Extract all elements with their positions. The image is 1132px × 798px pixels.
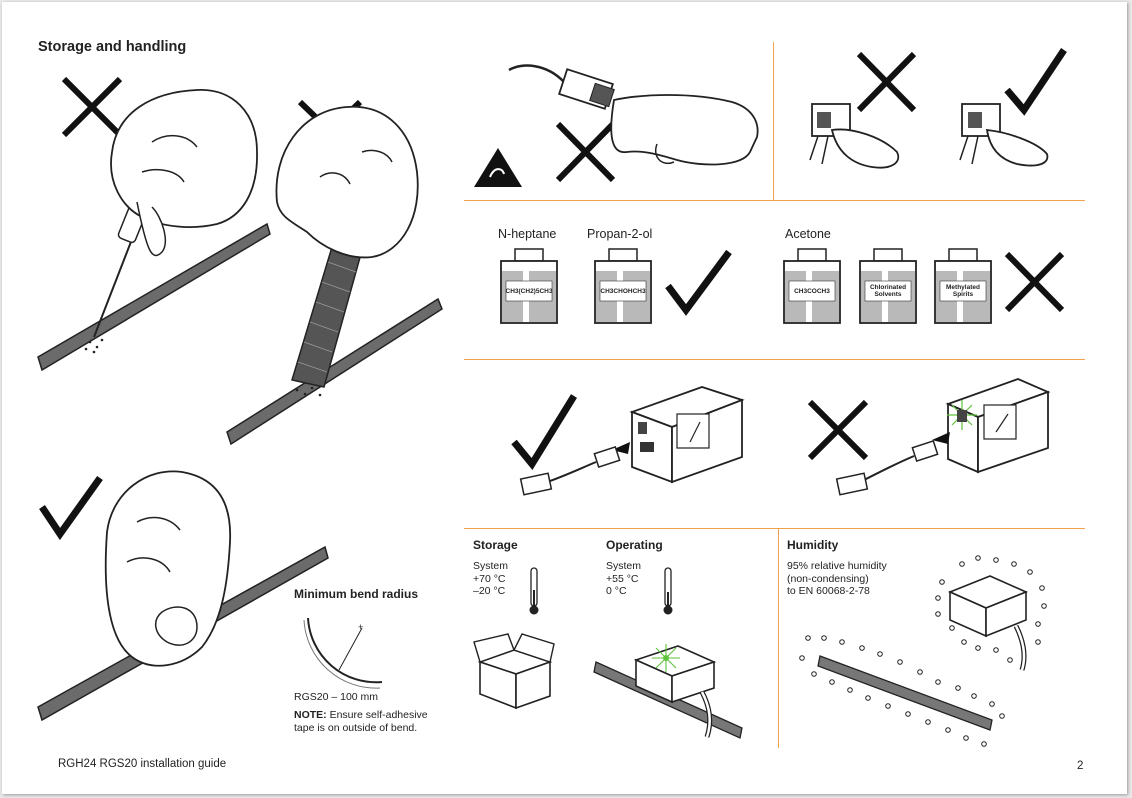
check-mark-icon bbox=[665, 249, 732, 316]
connector-handling-illustration bbox=[474, 48, 1067, 187]
solvent-bottles-illustration bbox=[500, 248, 1065, 324]
cross-mark-icon bbox=[555, 121, 616, 183]
storage-spec: System+70 °C–20 °C bbox=[473, 560, 509, 597]
cross-mark-icon bbox=[61, 76, 123, 138]
page-title: Storage and handling bbox=[38, 39, 187, 55]
check-mark-icon bbox=[39, 475, 103, 541]
cross-mark-icon bbox=[807, 399, 869, 461]
solvent-name: N-heptane bbox=[498, 227, 557, 241]
footer-guide-title: RGH24 RGS20 installation guide bbox=[58, 758, 227, 770]
thermometer-icon bbox=[529, 567, 539, 615]
esd-warning-icon bbox=[474, 148, 522, 187]
solvent-name: Propan-2-ol bbox=[587, 227, 653, 241]
cross-mark-icon bbox=[856, 51, 917, 113]
divider-1 bbox=[464, 200, 1085, 201]
cross-mark-icon bbox=[1004, 251, 1065, 313]
bend-radius-heading: Minimum bend radius bbox=[294, 587, 419, 601]
humidity-heading: Humidity bbox=[787, 538, 839, 552]
check-mark-icon bbox=[1004, 48, 1067, 116]
humidity-spec: 95% relative humidity(non-condensing)to … bbox=[787, 560, 887, 597]
page-number: 2 bbox=[1077, 760, 1084, 772]
storage-heading: Storage bbox=[473, 538, 518, 552]
divider-vertical-bottom bbox=[778, 528, 779, 748]
bend-radius-spec: RGS20 – 100 mm bbox=[294, 691, 379, 703]
droplets bbox=[799, 555, 1047, 747]
solvent-name: Acetone bbox=[785, 227, 831, 241]
thermometer-icon bbox=[663, 567, 673, 615]
bottle-label: CH3COCH3 bbox=[794, 288, 830, 295]
bottle-label: CH3(CH2)5CH3 bbox=[505, 288, 553, 295]
divider-3 bbox=[464, 528, 1085, 529]
environment-illustration bbox=[473, 555, 1047, 747]
operating-heading: Operating bbox=[606, 538, 663, 552]
power-connection-illustration bbox=[511, 378, 1051, 496]
svg-text:+: + bbox=[358, 622, 363, 632]
tape-handling-illustration: + bbox=[37, 76, 443, 722]
divider-vertical-top bbox=[773, 42, 774, 200]
check-mark-icon bbox=[511, 394, 577, 471]
divider-2 bbox=[464, 359, 1085, 360]
bottle-label: CH3CHOHCH3 bbox=[600, 288, 646, 295]
